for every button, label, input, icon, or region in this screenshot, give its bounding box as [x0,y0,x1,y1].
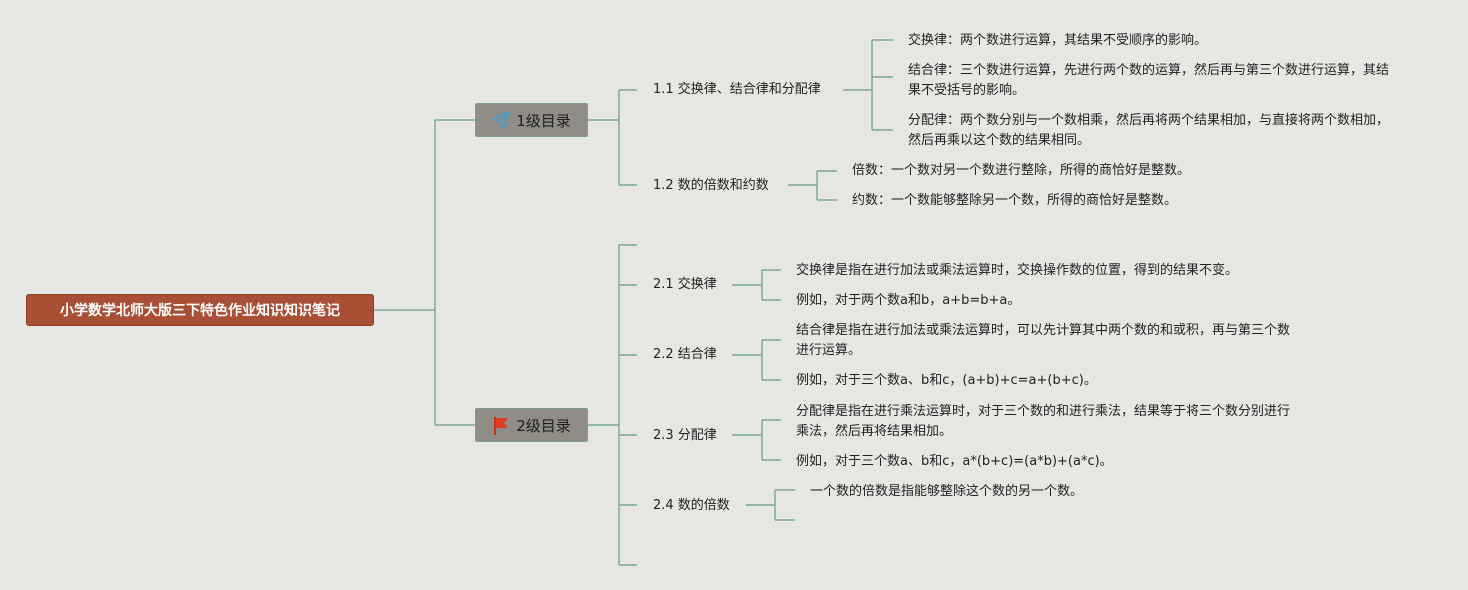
connector-topic-1-2 [788,170,837,201]
leaf-2-3-a[interactable]: 分配律是指在进行乘法运算时，对于三个数的和进行乘法，结果等于将三个数分别进行乘法… [796,404,1291,439]
root-node[interactable]: 小学数学北师大版三下特色作业知识知识笔记 [26,294,374,326]
leaf-1-1-a[interactable]: 交换律：两个数进行运算，其结果不受顺序的影响。 [908,33,1208,48]
topic-2-3[interactable]: 2.3 分配律 [653,428,717,443]
topic-2-1[interactable]: 2.1 交换律 [653,277,717,292]
paper-plane-icon [492,111,511,129]
leaf-2-3-b[interactable]: 例如，对于三个数a、b和c，a*(b+c)=(a*b)+(a*c)。 [796,454,1113,469]
connector-branch-1 [588,89,637,186]
leaf-1-1-c[interactable]: 分配律：两个数分别与一个数相乘，然后再将两个结果相加，与直接将两个数相加，然后再… [908,113,1390,148]
leaf-2-4-a[interactable]: 一个数的倍数是指能够整除这个数的另一个数。 [810,484,1084,499]
topic-2-4[interactable]: 2.4 数的倍数 [653,498,730,513]
leaf-1-1-b[interactable]: 结合律：三个数进行运算，先进行两个数的运算，然后再与第三个数进行运算，其结果不受… [908,63,1390,98]
connector-root [374,119,475,426]
connector-topic-2-4 [746,489,795,521]
topic-1-1[interactable]: 1.1 交换律、结合律和分配律 [653,82,821,97]
leaf-2-1-a[interactable]: 交换律是指在进行加法或乘法运算时，交换操作数的位置，得到的结果不变。 [796,263,1239,278]
topic-2-2[interactable]: 2.2 结合律 [653,347,717,362]
branch-label: 1级目录 [516,111,571,130]
connector-topic-2-3 [732,419,781,461]
connector-topic-2-1 [732,269,781,301]
leaf-2-1-b[interactable]: 例如，对于两个数a和b，a+b=b+a。 [796,293,1021,308]
branch-label: 2级目录 [516,416,571,435]
connector-topic-1-1 [843,39,893,131]
topic-1-2[interactable]: 1.2 数的倍数和约数 [653,178,769,193]
connector-topic-2-2 [732,339,781,381]
leaf-2-2-b[interactable]: 例如，对于三个数a、b和c，(a+b)+c=a+(b+c)。 [796,373,1097,388]
branch-node-1[interactable]: 1级目录 [475,103,588,137]
branch-node-2[interactable]: 2级目录 [475,408,588,442]
connector-branch-2 [588,244,637,566]
red-flag-icon [492,416,510,435]
leaf-1-2-a[interactable]: 倍数：一个数对另一个数进行整除，所得的商恰好是整数。 [852,163,1191,178]
root-title: 小学数学北师大版三下特色作业知识知识笔记 [60,303,340,319]
leaf-2-2-a[interactable]: 结合律是指在进行加法或乘法运算时，可以先计算其中两个数的和或积，再与第三个数进行… [796,323,1291,358]
leaf-1-2-b[interactable]: 约数：一个数能够整除另一个数，所得的商恰好是整数。 [852,193,1178,208]
